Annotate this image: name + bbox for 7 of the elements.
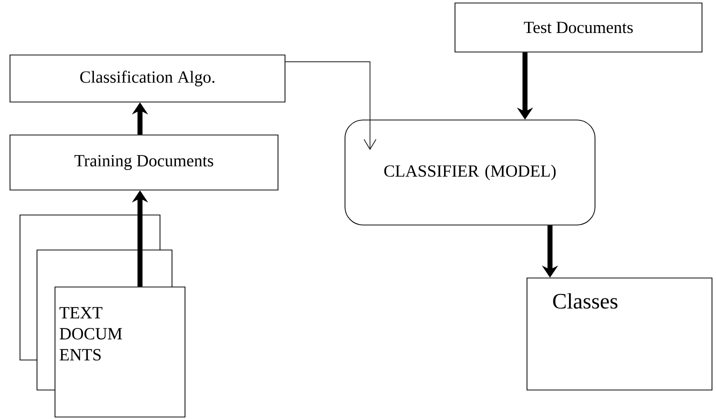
document-stack: TEXT DOCUM ENTS — [20, 214, 186, 418]
process-box: Classification Algo. — [10, 54, 286, 102]
arrow — [285, 61, 376, 150]
process-box: Test Documents — [454, 2, 702, 52]
process-box: Classes — [526, 278, 712, 390]
model-box: CLASSIFIER (MODEL) — [344, 120, 596, 226]
process-box: Training Documents — [10, 134, 278, 190]
